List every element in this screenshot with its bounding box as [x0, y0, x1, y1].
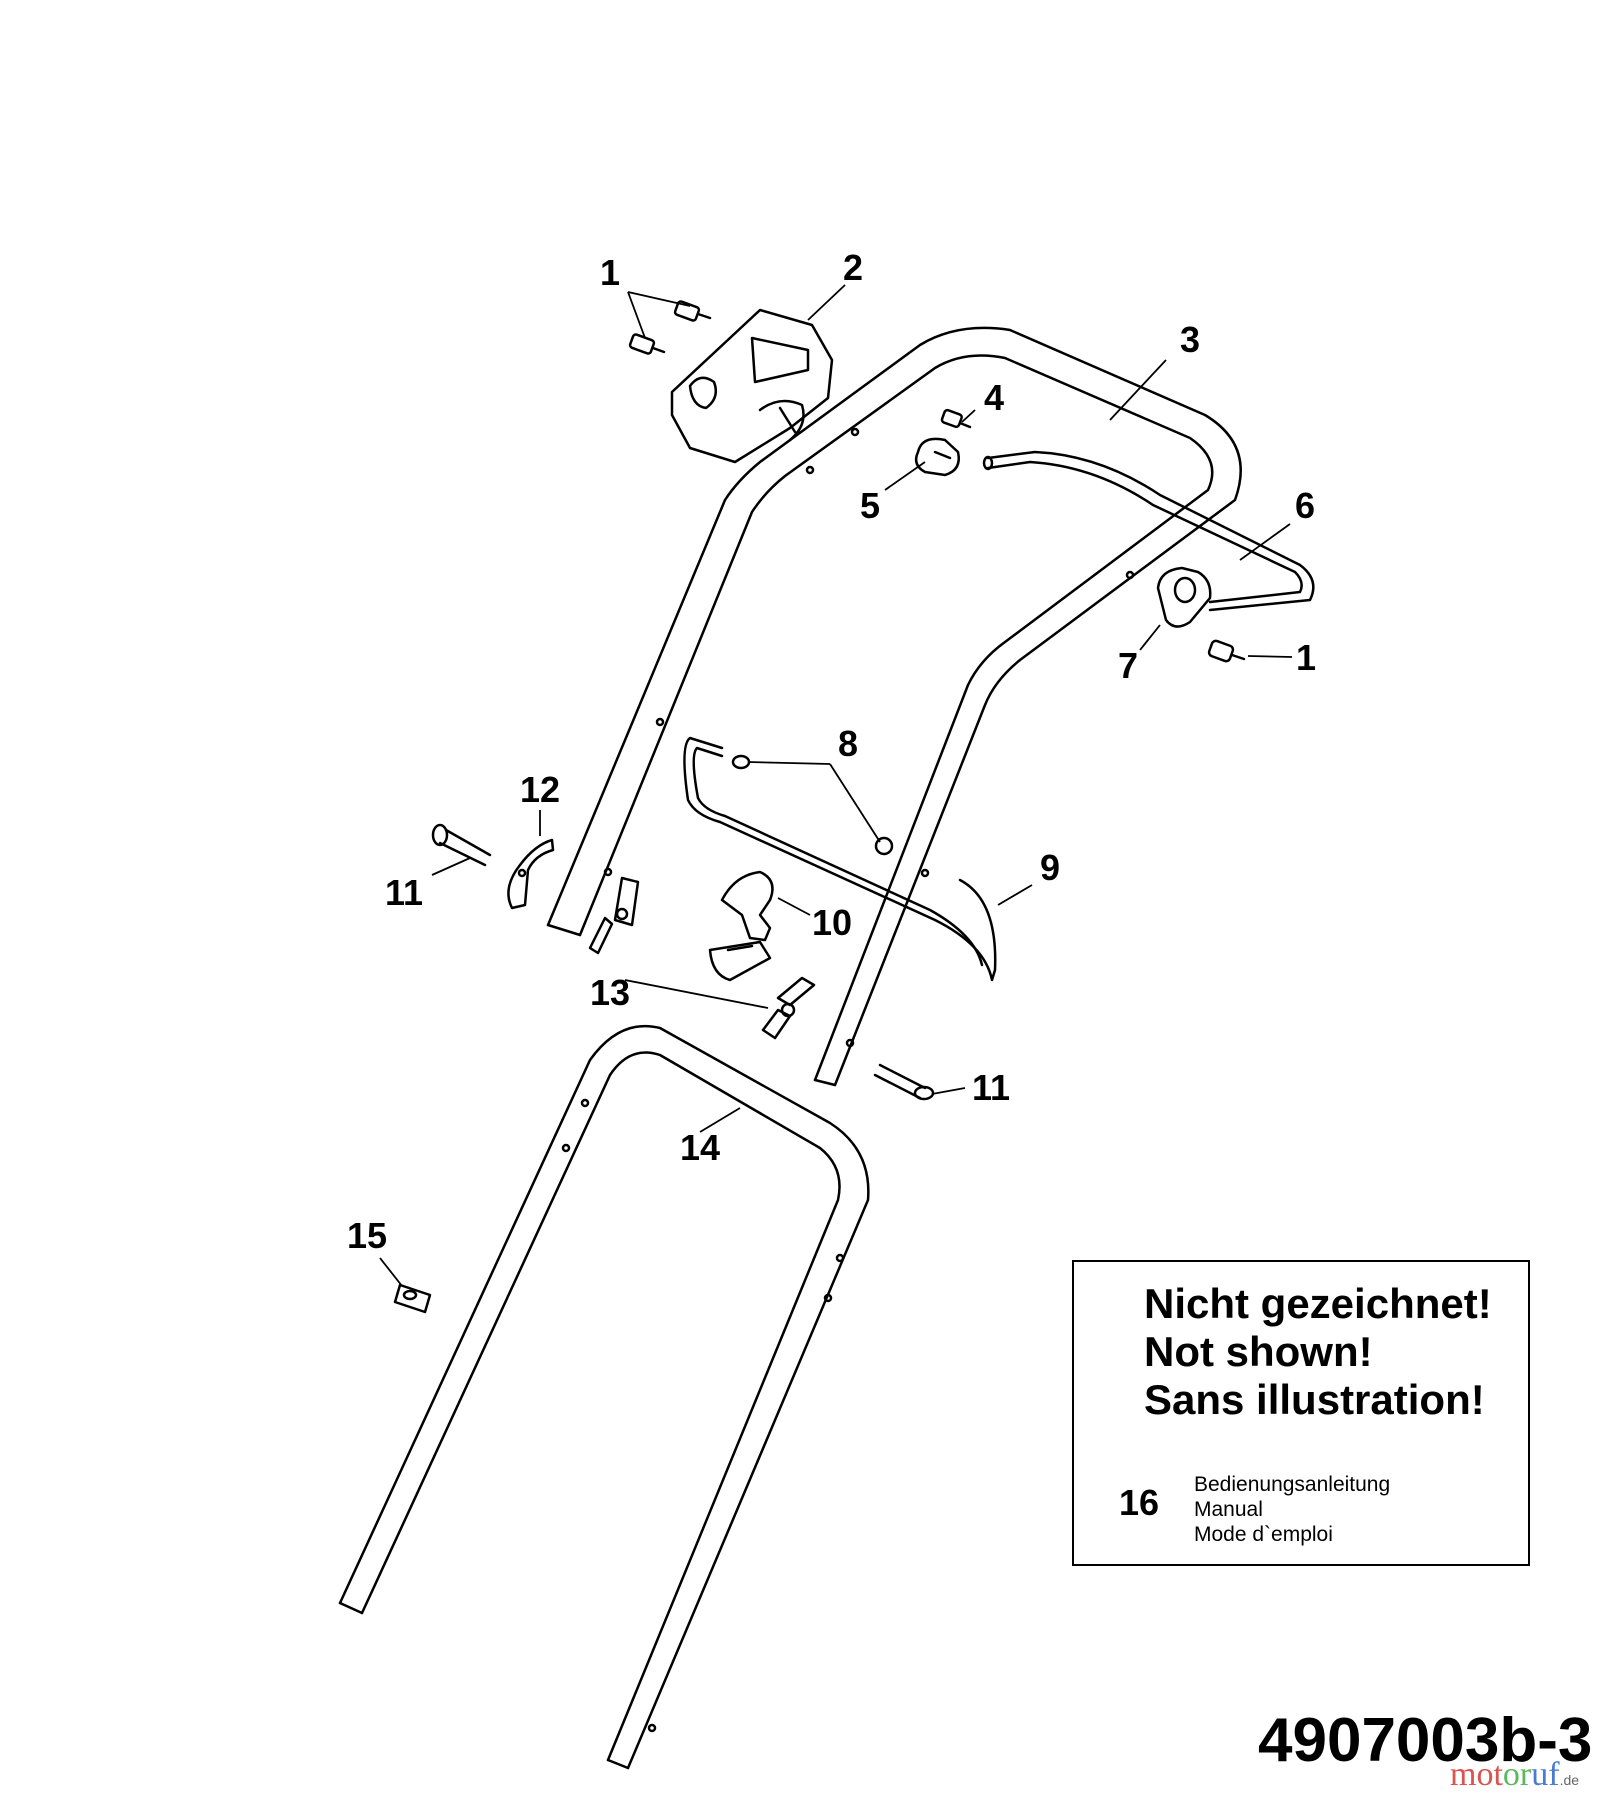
brake-lever-part-9: [683, 736, 997, 982]
callout-1-upper: 1: [600, 252, 620, 293]
manual-label-french: Mode d`emploi: [1194, 1523, 1333, 1546]
cable-holder-part-10: [708, 870, 774, 982]
note-line-english: Not shown!: [1144, 1328, 1373, 1375]
manual-label-german: Bedienungsanleitung: [1194, 1473, 1391, 1496]
upper-handle-part-3: [546, 326, 1242, 1087]
callout-labels: 1 2 3 4 5 6 7 1 8 9 10 11 12 13 11 14 15: [347, 247, 1316, 1256]
callout-13: 13: [590, 972, 630, 1013]
clamp-part-7: [1156, 566, 1212, 628]
cable-part-6: [982, 450, 1315, 612]
watermark-tld: .de: [1559, 1772, 1580, 1788]
callout-5: 5: [860, 485, 880, 526]
callout-10: 10: [812, 902, 852, 943]
callout-11-right: 11: [972, 1067, 1010, 1108]
drawing-number: 4907003b-3: [1258, 1706, 1593, 1775]
nut-part-15: [393, 1283, 432, 1314]
bracket-part-12: [507, 838, 555, 910]
screw-part-4: [940, 408, 972, 429]
watermark-part-3: uf: [1531, 1756, 1560, 1793]
callout-6: 6: [1295, 485, 1315, 526]
callout-12: 12: [520, 769, 560, 810]
callout-11-left: 11: [385, 872, 423, 913]
watermark-part-1: mot: [1450, 1756, 1503, 1793]
screw-part-1-lower: [1207, 639, 1246, 663]
note-line-german: Nicht gezeichnet!: [1144, 1280, 1492, 1327]
callout-4: 4: [984, 377, 1004, 418]
control-housing-part-2: [670, 308, 834, 464]
watermark-logo: motoruf.de: [1450, 1756, 1579, 1794]
leader-lines: [379, 284, 1293, 1287]
manual-item-number: 16: [1119, 1482, 1160, 1523]
wing-nut-part-13-left: [588, 876, 640, 955]
callout-9: 9: [1040, 847, 1060, 888]
cable-clip-part-5: [914, 437, 960, 477]
callout-8: 8: [838, 723, 858, 764]
watermark-part-2: or: [1502, 1756, 1532, 1793]
note-line-french: Sans illustration!: [1144, 1376, 1485, 1423]
lower-handle-part-14: [338, 1024, 870, 1770]
not-shown-note-box: Nicht gezeichnet! Not shown! Sans illust…: [1072, 1260, 1530, 1566]
callout-14: 14: [680, 1127, 720, 1168]
callout-2: 2: [843, 247, 863, 288]
callout-1-lower: 1: [1296, 637, 1316, 678]
bolt-part-11-right: [873, 1063, 935, 1101]
callout-3: 3: [1180, 319, 1200, 360]
bolt-part-11-left: [431, 823, 492, 867]
manual-label-english: Manual: [1194, 1498, 1263, 1521]
callout-15: 15: [347, 1215, 387, 1256]
callout-7: 7: [1118, 645, 1138, 686]
wing-nut-part-13-right: [761, 976, 816, 1040]
